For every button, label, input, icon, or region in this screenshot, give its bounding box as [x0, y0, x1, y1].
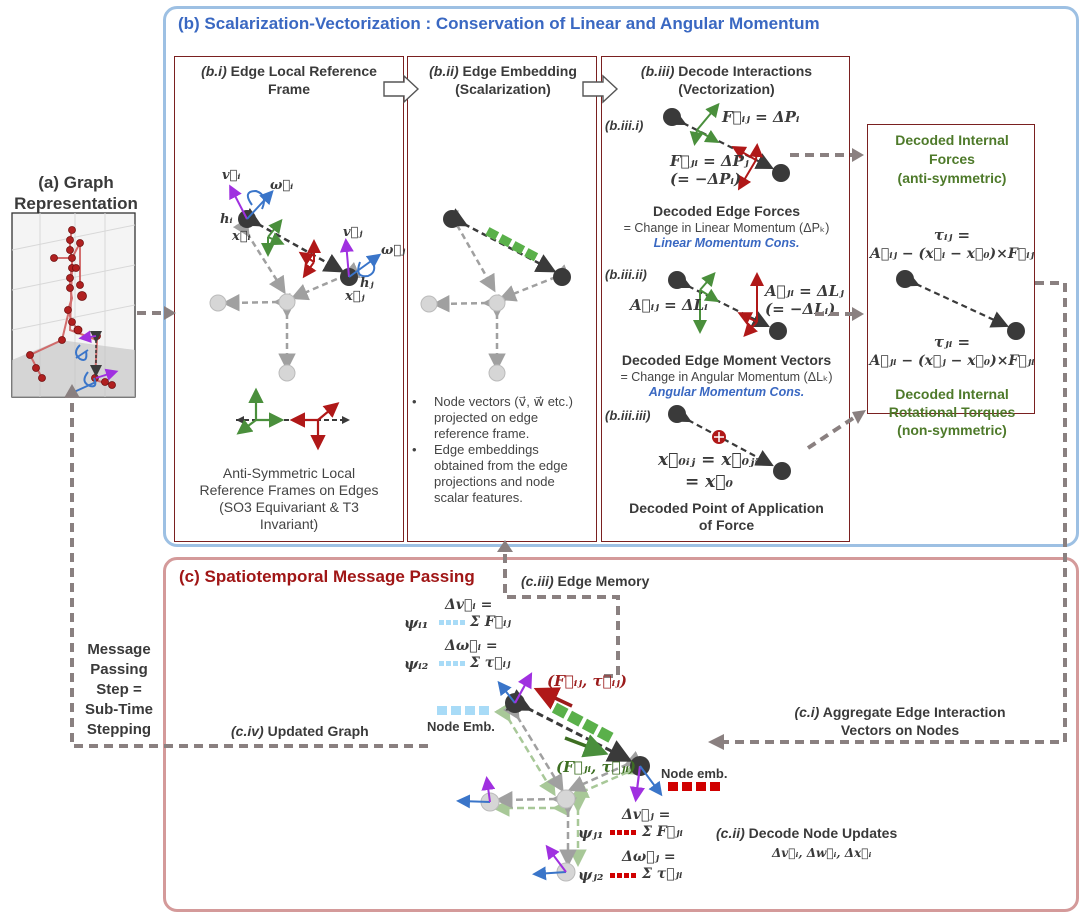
eq-psi-j1: ψⱼ₁ — [578, 824, 604, 842]
eq-x0: = x⃗₀ — [685, 472, 733, 492]
b-i-title: (b.i) Edge Local Reference Frame — [201, 63, 377, 97]
decoded-point-title: Decoded Point of Application of Force — [629, 500, 824, 533]
linear-momentum-cons: Linear Momentum Cons. — [653, 236, 800, 250]
eq-dvi: Δv⃗ᵢ = — [445, 597, 493, 613]
label-wi: ω⃗ᵢ — [270, 178, 294, 193]
node-emb-i-label: Node Emb. — [427, 719, 495, 734]
b-iii-title: (b.iii) Decode Interactions (Vectorizati… — [640, 63, 813, 97]
label-vj: v⃗ⱼ — [343, 225, 363, 240]
edge-memory-label: (c.iii) Edge Memory — [521, 573, 650, 589]
edge-embedding-green — [485, 227, 539, 262]
label-xi: x⃗ᵢ — [232, 229, 251, 244]
decoded-internal-torques: Decoded Internal Rotational Torques (non… — [888, 386, 1016, 438]
b-i-caption: Anti-Symmetric Local Reference Frames on… — [199, 465, 379, 532]
eq-dwj-rhs: Σ τ⃗ⱼᵢ — [642, 866, 683, 882]
node-center — [556, 789, 576, 809]
b-iii-iii-tag: (b.iii.iii) — [605, 408, 651, 423]
tau-ji-eq: A⃗ⱼᵢ − (x⃗ⱼ − x⃗₀)×F⃗ⱼᵢ — [869, 353, 1035, 369]
tau-ij-eq: A⃗ᵢⱼ − (x⃗ᵢ − x⃗₀)×F⃗ᵢⱼ — [870, 246, 1034, 262]
eq-aij: A⃗ᵢⱼ = ΔLᵢ — [630, 296, 708, 314]
fij-tau-ij-label: (F⃗ᵢⱼ, τ⃗ᵢⱼ) — [547, 672, 627, 690]
eq-dvi-rhs: Σ F⃗ᵢⱼ — [470, 614, 511, 630]
eq-dwi: Δω⃗ᵢ = — [445, 638, 498, 654]
eq-psi-j2: ψⱼ₂ — [578, 866, 604, 884]
aggregate-label: (c.i) Aggregate Edge Interaction Vectors… — [794, 704, 1006, 738]
block-arrow-1 — [383, 74, 420, 104]
eq-dwi-rhs: Σ τ⃗ᵢⱼ — [470, 655, 511, 671]
panel-a-title: (a) Graph Representation — [14, 173, 138, 213]
box-internal — [867, 124, 1035, 414]
b-iii-ii-tag: (b.iii.ii) — [605, 267, 647, 282]
node-emb-j-label: Node emb. — [661, 766, 728, 781]
panel-b-frame — [163, 6, 1079, 547]
label-vi: v⃗ᵢ — [222, 168, 241, 183]
decoded-edge-moment-title: Decoded Edge Moment Vectors — [621, 352, 832, 368]
block-arrow-2 — [582, 74, 619, 104]
node-embedding-j — [668, 782, 720, 791]
label-hi: hᵢ — [220, 212, 233, 227]
b-iii-i-tag: (b.iii.i) — [605, 118, 644, 133]
panel-c-title: (c) Spatiotemporal Message Passing — [179, 567, 475, 586]
decoded-internal-forces: Decoded Internal Forces (anti-symmetric) — [895, 132, 1009, 186]
b-ii-title: (b.ii) Edge Embedding (Scalarization) — [429, 63, 577, 97]
eq-fji-neg: (= −ΔPᵢ) — [670, 170, 742, 188]
decoded-edge-moment-line: = Change in Angular Momentum (ΔLₖ) — [620, 370, 833, 384]
node-embedding-i — [437, 706, 489, 715]
eq-fij: F⃗ᵢⱼ = ΔPᵢ — [722, 108, 800, 126]
eq-x0ij: x⃗₀ᵢⱼ = x⃗₀ⱼᵢ — [658, 450, 759, 470]
updated-graph-connector — [70, 396, 428, 748]
decoded-edge-forces-line: = Change in Linear Momentum (ΔPₖ) — [623, 221, 830, 235]
edge-memory-embedding — [551, 702, 614, 743]
decoded-edge-forces-title: Decoded Edge Forces — [652, 203, 801, 219]
angular-momentum-cons: Angular Momentum Cons. — [648, 385, 805, 399]
tau-ij-label: τᵢⱼ = — [933, 226, 971, 244]
fji-tau-ji-label: (F⃗ⱼᵢ, τ⃗ⱼᵢ) — [556, 758, 636, 776]
label-xj: x⃗ⱼ — [345, 289, 365, 304]
eq-dvj-rhs: Σ F⃗ⱼᵢ — [642, 824, 683, 840]
eq-psi-i1: ψᵢ₁ — [404, 614, 429, 632]
eq-dvj: Δv⃗ⱼ = — [622, 807, 671, 823]
updated-graph-label: (c.iv) Updated Graph — [231, 723, 369, 739]
a-to-b-arrowhead — [164, 306, 176, 320]
eq-dwj: Δω⃗ⱼ = — [622, 849, 676, 865]
tau-ji-label: τⱼᵢ = — [933, 333, 971, 351]
label-wj: ω⃗ⱼ — [381, 243, 406, 258]
eq-aji: A⃗ⱼᵢ = ΔLⱼ — [765, 282, 844, 300]
decode-node-updates-eq: Δv⃗ᵢ, Δw⃗ᵢ, Δx⃗ᵢ — [772, 846, 872, 860]
point-connector — [806, 413, 860, 450]
edge-memory-connector — [503, 548, 620, 678]
side-note: Message Passing Step = Sub-Time Stepping — [84, 641, 154, 738]
panel-b-title: (b) Scalarization-Vectorization : Conser… — [178, 14, 820, 33]
bullet-1: • Node vectors (v⃗, w⃗ etc.)projected on… — [412, 394, 573, 441]
b-ii-bullets: • Node vectors (v⃗, w⃗ etc.)projected on… — [412, 394, 592, 506]
decode-node-updates-label: (c.ii) Decode Node Updates — [716, 825, 898, 841]
aggregate-connector — [724, 281, 1067, 744]
eq-psi-i2: ψᵢ₂ — [404, 655, 429, 673]
eq-fji: F⃗ⱼᵢ = ΔPⱼ — [670, 152, 749, 170]
panel-c-frame — [163, 557, 1079, 912]
label-hj: hⱼ — [360, 276, 374, 291]
